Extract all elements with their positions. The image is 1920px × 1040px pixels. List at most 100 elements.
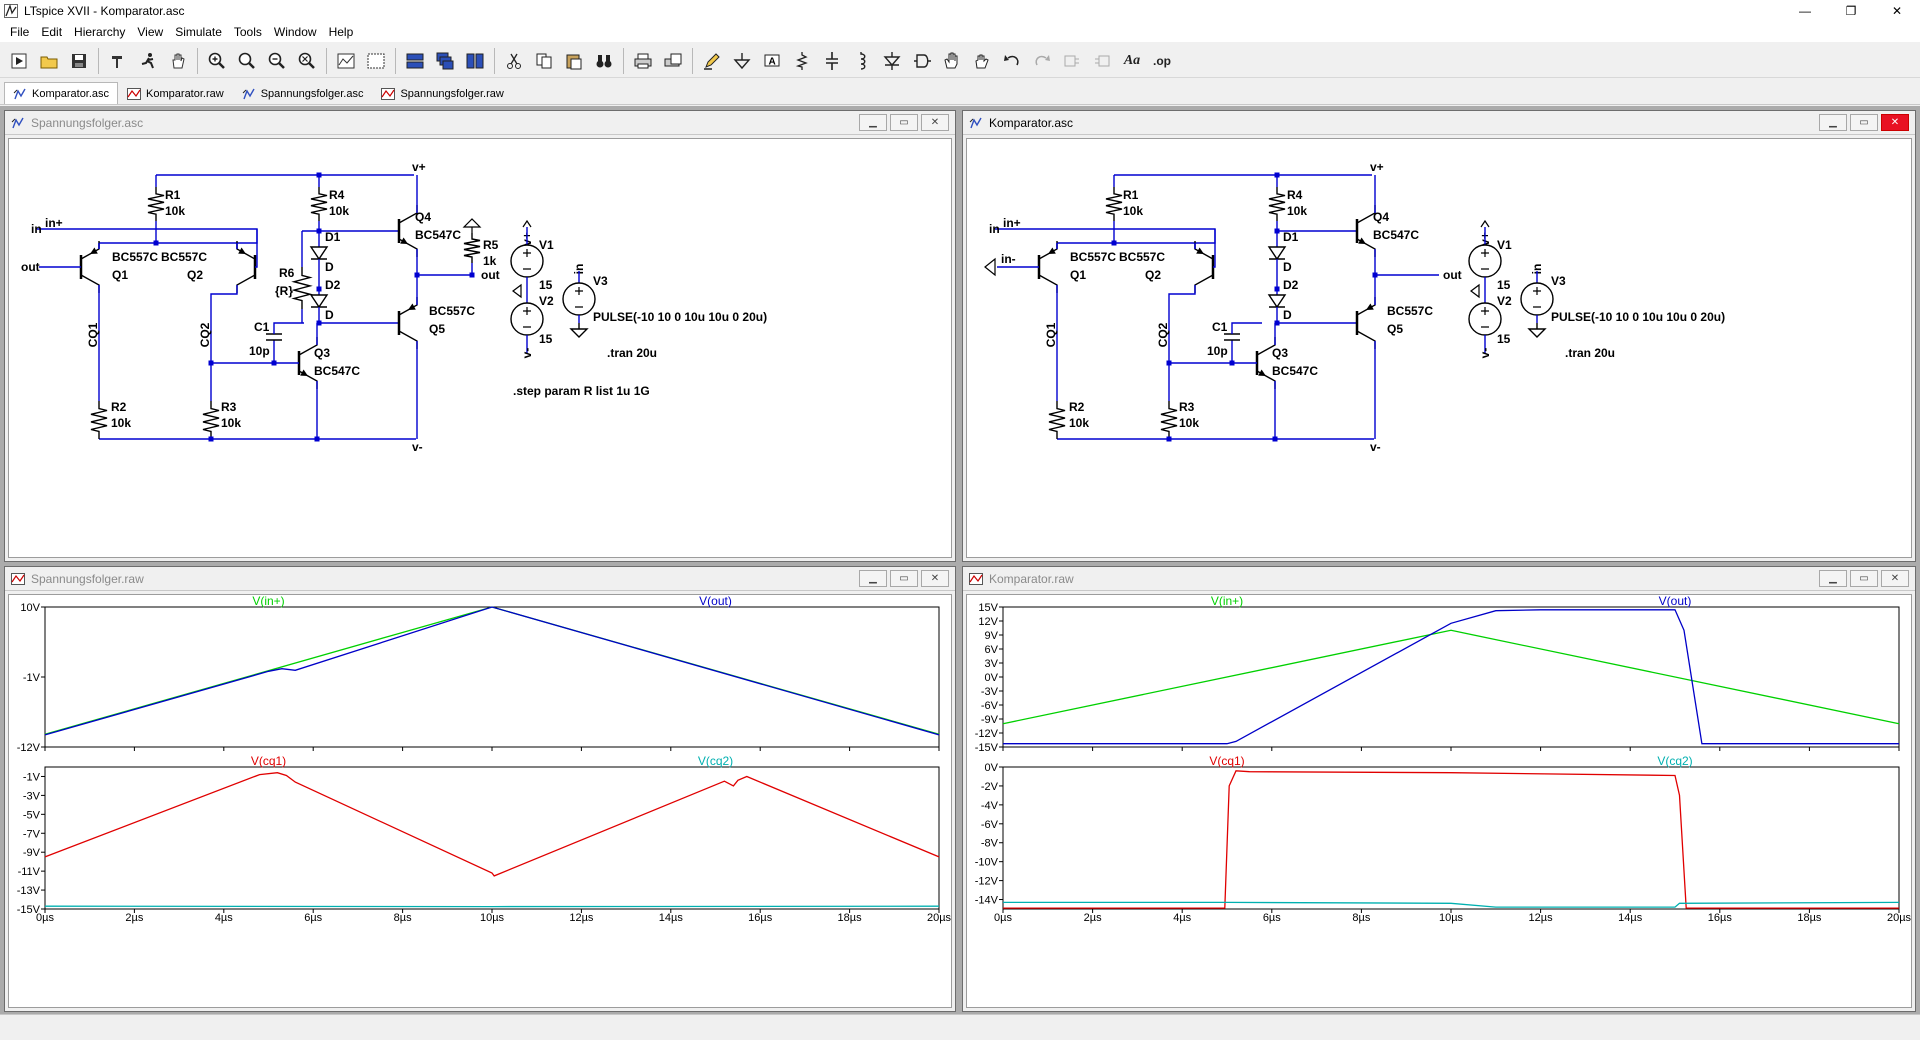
component-icon[interactable] — [908, 47, 936, 75]
maximize-button[interactable]: ❐ — [1845, 4, 1857, 18]
y-tick-label: -14V — [975, 895, 999, 907]
voltage-source-symbol — [523, 307, 531, 328]
tab-komparator-raw[interactable]: Komparator.raw — [118, 82, 233, 104]
x-tick-label: 8µs — [1352, 912, 1370, 924]
schematic-wire — [37, 228, 258, 244]
label-Q5: Q5 — [1387, 322, 1403, 336]
vplus-flag — [522, 219, 532, 228]
rotate-icon[interactable] — [1058, 47, 1086, 75]
label-CQ1: CQ1 — [1044, 322, 1058, 347]
menu-edit[interactable]: Edit — [41, 25, 63, 39]
mirror-icon[interactable] — [1088, 47, 1116, 75]
mdi-title-bar[interactable]: Spannungsfolger.raw ▁ ▭ ✕ — [5, 567, 955, 591]
zoom-fit-icon[interactable] — [293, 47, 321, 75]
find-binoculars-icon[interactable] — [590, 47, 618, 75]
mdi-title-bar[interactable]: Komparator.asc ▁ ▭ ✕ — [963, 111, 1915, 135]
zoom-out-icon[interactable] — [263, 47, 291, 75]
print-preview-icon[interactable] — [659, 47, 687, 75]
print-icon[interactable] — [629, 47, 657, 75]
net-label-out: out — [1443, 268, 1462, 282]
zoom-in-icon[interactable] — [203, 47, 231, 75]
menu-hierarchy[interactable]: Hierarchy — [74, 25, 126, 39]
cascade-windows-icon[interactable] — [431, 47, 459, 75]
menu-tools[interactable]: Tools — [233, 25, 262, 39]
tab-komparator-asc[interactable]: Komparator.asc — [4, 82, 119, 104]
trace-v-in- — [44, 606, 940, 735]
draw-wire-pencil-icon[interactable] — [698, 47, 726, 75]
junction-dot — [316, 172, 322, 178]
menu-help[interactable]: Help — [328, 25, 354, 39]
mdi-minimize-button[interactable]: ▁ — [859, 570, 887, 587]
schematic-wire — [1168, 285, 1196, 401]
mdi-title-bar[interactable]: Spannungsfolger.asc ▁ ▭ ✕ — [5, 111, 955, 135]
resistor-icon[interactable] — [788, 47, 816, 75]
tab-spannungsfolger-raw[interactable]: Spannungsfolger.raw — [372, 82, 512, 104]
tab-spannungsfolger-asc[interactable]: Spannungsfolger.asc — [233, 82, 373, 104]
mdi-close-button[interactable]: ✕ — [1881, 570, 1909, 587]
inductor-icon[interactable] — [848, 47, 876, 75]
move-hand-icon[interactable] — [938, 47, 966, 75]
spice-directive-icon[interactable]: .op — [1148, 47, 1176, 75]
cut-scissors-icon[interactable] — [500, 47, 528, 75]
label-Q1: Q1 — [1070, 268, 1086, 282]
mdi-minimize-button[interactable]: ▁ — [859, 114, 887, 131]
run-simulation-icon[interactable] — [134, 47, 162, 75]
label-R3: R3 — [221, 400, 237, 414]
label-net-icon[interactable]: A — [758, 47, 786, 75]
trace-v-cq2- — [1003, 901, 1900, 908]
x-tick-label: 20µs — [927, 912, 952, 924]
net-label-in: in — [989, 222, 1000, 236]
label-Q2-model: BC557C — [161, 250, 207, 264]
diode-icon[interactable] — [878, 47, 906, 75]
capacitor-icon[interactable] — [818, 47, 846, 75]
halt-hand-icon[interactable] — [164, 47, 192, 75]
mdi-minimize-button[interactable]: ▁ — [1819, 114, 1847, 131]
close-button[interactable]: ✕ — [1891, 4, 1903, 18]
drag-hand-icon[interactable] — [968, 47, 996, 75]
menu-window[interactable]: Window — [273, 25, 317, 39]
autorange-plot-icon[interactable] — [332, 47, 360, 75]
net-label-vplus: v+ — [412, 160, 426, 174]
text-icon[interactable]: Aa — [1118, 47, 1146, 75]
mdi-close-button[interactable]: ✕ — [921, 114, 949, 131]
tile-horizontal-icon[interactable] — [401, 47, 429, 75]
save-icon[interactable] — [65, 47, 93, 75]
toolbar-separator — [395, 47, 396, 74]
mdi-close-button[interactable]: ✕ — [921, 570, 949, 587]
mdi-maximize-button[interactable]: ▭ — [1850, 114, 1878, 131]
menu-view[interactable]: View — [137, 25, 164, 39]
mdi-maximize-button[interactable]: ▭ — [1850, 570, 1878, 587]
label-V1: V1 — [1497, 238, 1512, 252]
mdi-maximize-button[interactable]: ▭ — [890, 114, 918, 131]
mdi-title-bar[interactable]: Komparator.raw ▁ ▭ ✕ — [963, 567, 1915, 591]
tile-vertical-icon[interactable] — [461, 47, 489, 75]
label-Q1-model: BC557C — [1070, 250, 1116, 264]
minimize-button[interactable]: — — [1799, 4, 1811, 18]
control-panel-hammer-icon[interactable] — [104, 47, 132, 75]
window-title: LTspice XVII - Komparator.asc — [24, 4, 185, 18]
ground-icon[interactable] — [728, 47, 756, 75]
menu-simulate[interactable]: Simulate — [175, 25, 222, 39]
mdi-close-button[interactable]: ✕ — [1881, 114, 1909, 131]
copy-icon[interactable] — [530, 47, 558, 75]
mdi-minimize-button[interactable]: ▁ — [1819, 570, 1847, 587]
y-tick-label: -3V — [981, 686, 999, 698]
menu-file[interactable]: File — [10, 25, 30, 39]
mdi-maximize-button[interactable]: ▭ — [890, 570, 918, 587]
resistor-symbol — [1105, 187, 1123, 221]
redo-icon[interactable] — [1028, 47, 1056, 75]
label-R1-value: 10k — [165, 204, 185, 218]
undo-icon[interactable] — [998, 47, 1026, 75]
trace-legend-label: V(cq1) — [1209, 754, 1244, 768]
zoom-pan-icon[interactable] — [233, 47, 261, 75]
paste-icon[interactable] — [560, 47, 588, 75]
new-schematic-icon[interactable] — [5, 47, 33, 75]
set-probe-reference-icon[interactable] — [362, 47, 390, 75]
open-folder-icon[interactable] — [35, 47, 63, 75]
